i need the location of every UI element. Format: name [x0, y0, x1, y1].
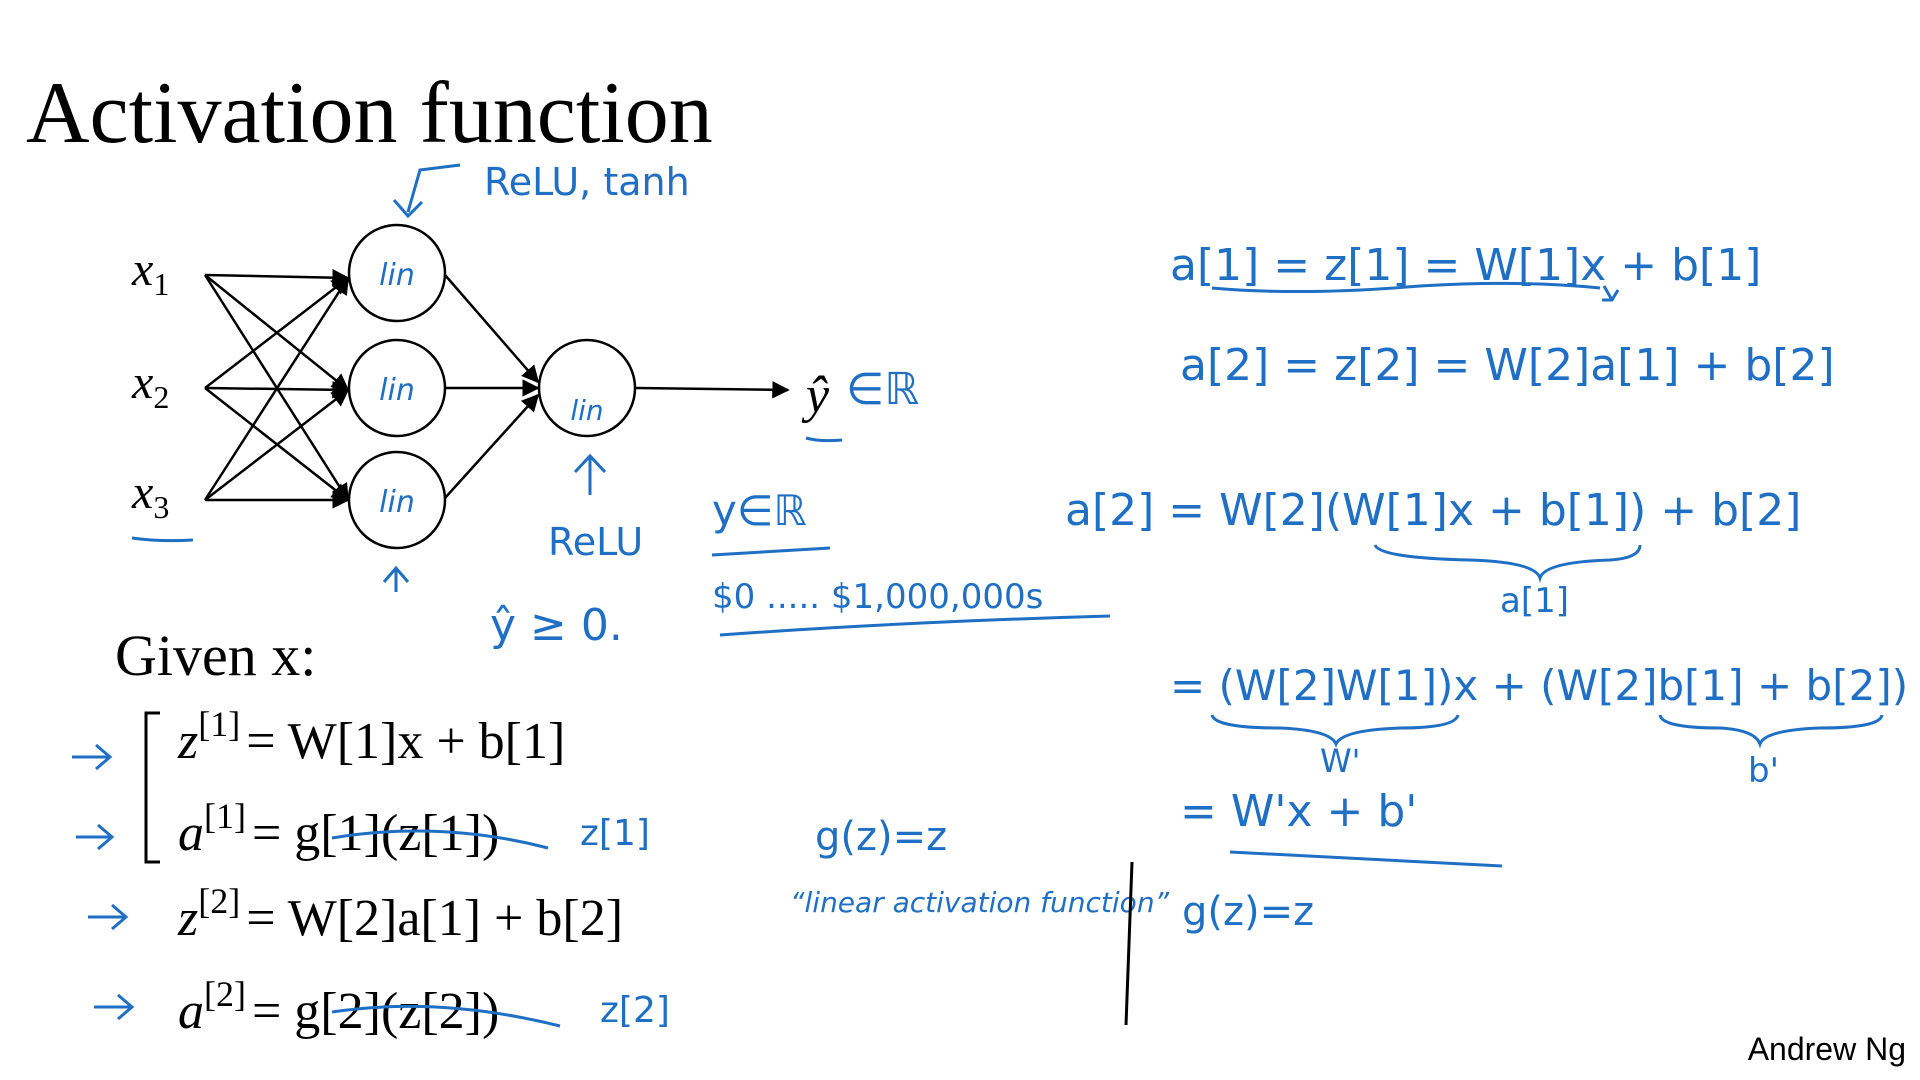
- line-5-underline: [1229, 850, 1503, 868]
- line-4-brace-left-label: W': [1320, 742, 1360, 780]
- linear-annotations: g(z)=z “linear activation function” g(z)…: [790, 814, 1314, 1026]
- network-diagram: x1 x2 x3 lin lin lin: [131, 223, 919, 550]
- arrow-eq4: [94, 993, 135, 1021]
- equation-4-strike: [331, 1004, 561, 1028]
- y-in-r-note: y∈ℝ: [712, 486, 807, 535]
- credit: Andrew Ng: [1748, 1031, 1906, 1067]
- hidden-node-2-label: lin: [379, 373, 415, 408]
- equation-4-note: z[2]: [600, 990, 670, 1031]
- line-3-brace-label: a[1]: [1500, 581, 1569, 621]
- hidden-node-1-label: lin: [379, 258, 415, 293]
- range-note: $0 ..... $1,000,000s: [712, 577, 1043, 617]
- line-3-brace: [1373, 544, 1642, 583]
- output-node-label: lin: [570, 394, 603, 427]
- linear-fn-note: g(z)=z: [815, 814, 947, 860]
- line-4-brace-left: [1210, 714, 1460, 748]
- equation-4: a[2]= g[2](z[2]): [178, 974, 499, 1040]
- relu-tanh-note: ReLU, tanh: [484, 160, 690, 204]
- hidden-bottom-pointer: [382, 565, 410, 592]
- hidden-node-3-label: lin: [379, 485, 415, 520]
- derivation-line-3: a[2] = W[2](W[1]x + b[1]) + b[2]: [1065, 485, 1801, 536]
- line-4-brace-right-label: b': [1748, 751, 1779, 791]
- equation-1: z[1]= W[1]x + b[1]: [177, 704, 565, 770]
- right-fn-note: g(z)=z: [1182, 889, 1314, 935]
- relu-output-note: ReLU: [548, 520, 643, 564]
- slide-title: Activation function: [26, 65, 713, 162]
- yhat-nonneg-note: ŷ ≥ 0.: [490, 600, 623, 651]
- derivation-line-2: a[2] = z[2] = W[2]a[1] + b[2]: [1180, 340, 1835, 391]
- x3-underline: [131, 536, 194, 543]
- arrow-eq1: [72, 743, 113, 771]
- vertical-divider: [1124, 861, 1134, 1026]
- line-4-brace-right: [1658, 714, 1884, 749]
- given-equations: Given x: z[1]= W[1]x + b[1] a[1]= g[1](z…: [72, 623, 670, 1040]
- input-x3: x3: [131, 466, 169, 525]
- hidden-node-1: [347, 223, 447, 323]
- network-annotations: ReLU, tanh ReLU y∈ℝ $0 ..... $1,000,000s…: [382, 160, 1111, 651]
- given-header: Given x:: [115, 623, 316, 688]
- equation-3: z[2]= W[2]a[1] + b[2]: [177, 881, 623, 947]
- output-node: [537, 338, 637, 438]
- derivation-line-4: = (W[2]W[1])x + (W[2]b[1] + b[2]): [1170, 661, 1908, 710]
- input-x1: x1: [131, 243, 169, 302]
- hidden-output-edges: [444, 274, 540, 499]
- derivation-line-5: = W'x + b': [1180, 786, 1417, 837]
- hidden-node-3: [347, 450, 447, 550]
- linear-activation-note: “linear activation function”: [790, 886, 1170, 919]
- equation-2-strike: [331, 829, 549, 850]
- arrow-eq3: [88, 903, 129, 931]
- relu-tanh-pointer: [406, 163, 461, 213]
- output-yhat: ŷ: [801, 367, 830, 424]
- given-bracket: [144, 711, 160, 864]
- relu-output-pointer: [573, 453, 607, 495]
- equation-2-note: z[1]: [580, 813, 650, 854]
- yhat-underline: [805, 436, 843, 443]
- equation-2: a[1]= g[1](z[1]): [178, 796, 499, 862]
- derivation: a[1] = z[1] = W[1]x + b[1] a[2] = z[2] =…: [1065, 240, 1908, 868]
- arrow-eq2: [76, 823, 115, 851]
- output-edge: [635, 381, 790, 399]
- output-set: ∈ℝ: [846, 364, 919, 415]
- input-x2: x2: [131, 356, 169, 415]
- input-hidden-edges: [203, 268, 350, 509]
